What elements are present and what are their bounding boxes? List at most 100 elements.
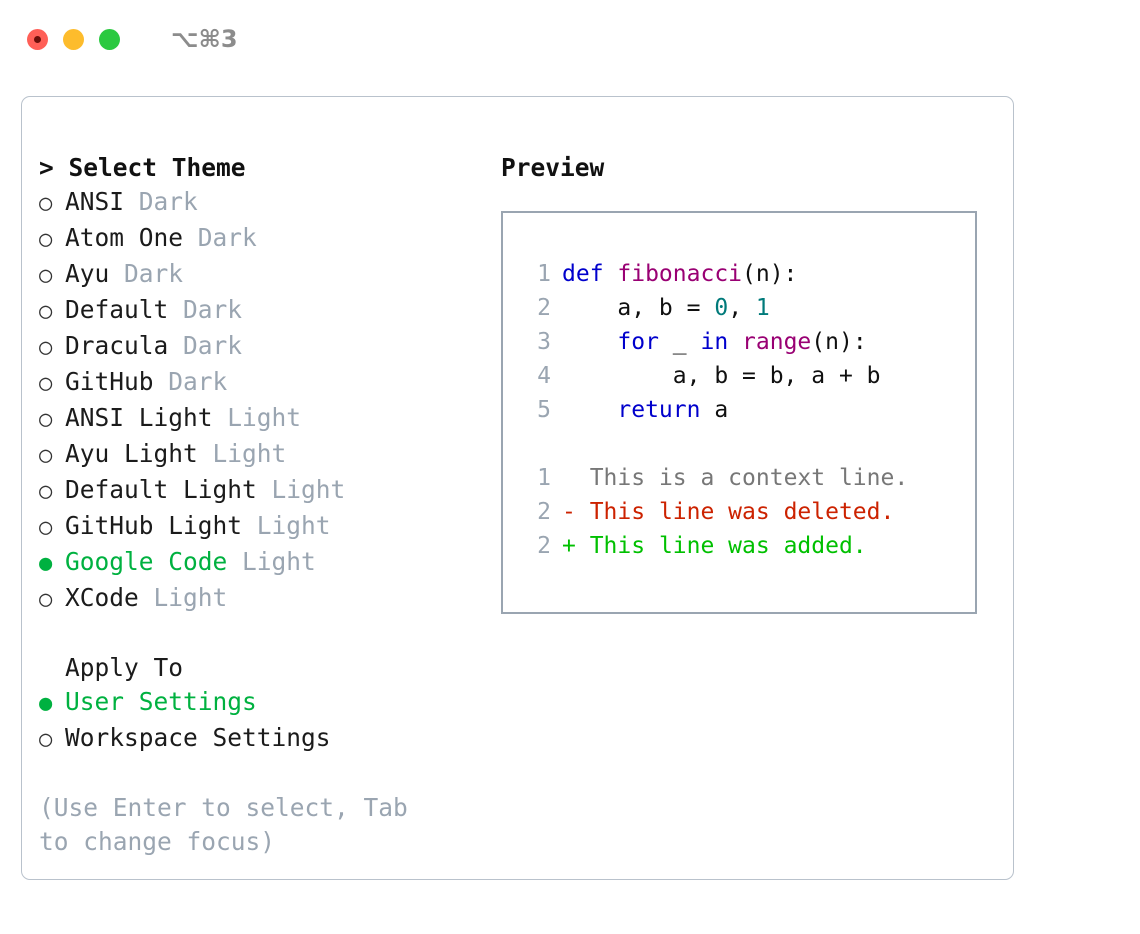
line-number: 5 [537, 397, 551, 423]
theme-variant-badge: Light [227, 403, 302, 432]
radio-unselected-icon[interactable]: ○ [39, 407, 53, 432]
line-number: 2 [537, 499, 551, 525]
title-bar: ⌥⌘3 [0, 0, 1140, 78]
code-token-pl: , [728, 295, 756, 321]
radio-unselected-icon[interactable]: ○ [39, 479, 53, 504]
radio-unselected-icon[interactable]: ○ [39, 727, 53, 752]
code-line: 2 a, b = 0, 1 [517, 291, 975, 325]
apply-option-user-settings[interactable]: ● User Settings [39, 685, 484, 721]
maximize-button[interactable] [99, 28, 120, 50]
line-number: 4 [537, 363, 551, 389]
code-token-kw: def [562, 261, 618, 287]
radio-unselected-icon[interactable]: ○ [39, 191, 53, 216]
theme-option-github-light[interactable]: ○GitHub Light Light [39, 509, 484, 545]
line-number: 2 [537, 295, 551, 321]
code-token-pl [728, 329, 742, 355]
theme-list[interactable]: ○ ANSI Dark ○ Atom One Dark ○ Ayu Dark ○ Defaul… [39, 185, 484, 617]
apply-to-heading: Apply To [65, 653, 184, 682]
theme-option-label: ANSI [65, 187, 125, 216]
apply-to-list[interactable]: ● User Settings ○ Workspace Settings [39, 685, 484, 757]
theme-selection-column: > Select Theme ○ANSI Dark○Atom One Dark○… [39, 151, 484, 859]
theme-option-github[interactable]: ○GitHub Dark [39, 365, 484, 401]
theme-variant-badge: Light [212, 439, 287, 468]
code-line: 4 a, b = b, a + b [517, 359, 975, 393]
theme-option-xcode[interactable]: ○ XCode Light [39, 581, 484, 617]
keyboard-shortcut-label: ⌥⌘3 [171, 25, 238, 53]
theme-option-label: Ayu [65, 259, 110, 288]
apply-option-workspace-settings[interactable]: ○ Workspace Settings [39, 721, 484, 757]
code-token-kw: for [617, 329, 659, 355]
radio-unselected-icon[interactable]: ○ [39, 587, 53, 612]
radio-selected-icon[interactable]: ● [39, 551, 53, 576]
code-line-content: return a [562, 393, 728, 427]
theme-variant-badge: Dark [138, 187, 198, 216]
code-token-kw: in [700, 329, 729, 355]
diff-marker: + [562, 533, 576, 559]
radio-unselected-icon[interactable]: ○ [39, 299, 53, 324]
theme-variant-badge: Light [256, 511, 331, 540]
theme-variant-badge: Dark [197, 223, 257, 252]
theme-option-default-light[interactable]: ○ Default Light Light [39, 473, 484, 509]
apply-option-label: User Settings [65, 687, 257, 716]
theme-variant-badge: Dark [183, 295, 243, 324]
diff-marker: - [562, 499, 576, 525]
diff-text: This is a context line. [575, 465, 909, 491]
theme-option-label: XCode [65, 583, 139, 612]
diff-line-content: - This line was deleted. [562, 495, 894, 529]
theme-option-ayu-light[interactable]: ○Ayu Light Light [39, 437, 484, 473]
preview-heading: Preview [501, 153, 605, 182]
theme-option-label: Dracula [65, 331, 169, 360]
code-token-num: 0 [714, 295, 729, 321]
close-button[interactable] [27, 28, 48, 50]
radio-unselected-icon[interactable]: ○ [39, 263, 53, 288]
code-line: 3 for _ in range(n): [517, 325, 975, 359]
code-token-pl: a, b = b, a + b [562, 363, 881, 389]
code-token-pl [562, 397, 617, 423]
code-token-pl: (n): [742, 261, 798, 287]
theme-variant-badge: Light [153, 583, 228, 612]
diff-line-del: 2- This line was deleted. [517, 495, 975, 529]
window-controls [27, 28, 120, 50]
theme-option-label: Default [65, 295, 169, 324]
diff-line-ctx: 1 This is a context line. [517, 461, 975, 495]
radio-unselected-icon[interactable]: ○ [39, 443, 53, 468]
code-line-content: for _ in range(n): [562, 325, 866, 359]
minimize-button[interactable] [63, 28, 84, 50]
theme-variant-badge: Light [271, 475, 346, 504]
theme-option-label: Default Light [65, 475, 257, 504]
diff-marker [562, 465, 576, 491]
theme-option-ansi[interactable]: ○ ANSI Dark [39, 185, 484, 221]
theme-option-ayu[interactable]: ○ Ayu Dark [39, 257, 484, 293]
code-line-content: def fibonacci(n): [562, 257, 797, 291]
line-number: 3 [537, 329, 551, 355]
code-token-fn: fibonacci [617, 261, 743, 287]
theme-option-label: Atom One [65, 223, 184, 252]
theme-option-google-code[interactable]: ●Google Code Light [39, 545, 484, 581]
radio-selected-icon[interactable]: ● [39, 691, 53, 716]
code-token-pl [562, 329, 617, 355]
radio-unselected-icon[interactable]: ○ [39, 227, 53, 252]
theme-option-default[interactable]: ○ Default Dark [39, 293, 484, 329]
theme-variant-badge: Dark [183, 331, 243, 360]
code-token-fn: range [742, 329, 812, 355]
diff-text: This line was deleted. [575, 499, 895, 525]
theme-option-ansi-light[interactable]: ○ANSI Light Light [39, 401, 484, 437]
code-line: 5 return a [517, 393, 975, 427]
line-number: 1 [537, 465, 551, 491]
radio-unselected-icon[interactable]: ○ [39, 371, 53, 396]
apply-to-section: Apply To ● User Settings ○ Workspace Settin… [39, 651, 484, 757]
radio-unselected-icon[interactable]: ○ [39, 515, 53, 540]
theme-option-label: GitHub [65, 367, 154, 396]
theme-variant-badge: Dark [124, 259, 184, 288]
apply-option-label: Workspace Settings [65, 723, 331, 752]
radio-unselected-icon[interactable]: ○ [39, 335, 53, 360]
theme-option-atom-one[interactable]: ○ Atom One Dark [39, 221, 484, 257]
code-token-pl: a [700, 397, 729, 423]
code-line-content: a, b = b, a + b [562, 359, 881, 393]
diff-text: This line was added. [575, 533, 867, 559]
keyboard-hint-text: (Use Enter to select, Tab to change focu… [39, 793, 423, 856]
line-number: 2 [537, 533, 551, 559]
theme-option-dracula[interactable]: ○ Dracula Dark [39, 329, 484, 365]
